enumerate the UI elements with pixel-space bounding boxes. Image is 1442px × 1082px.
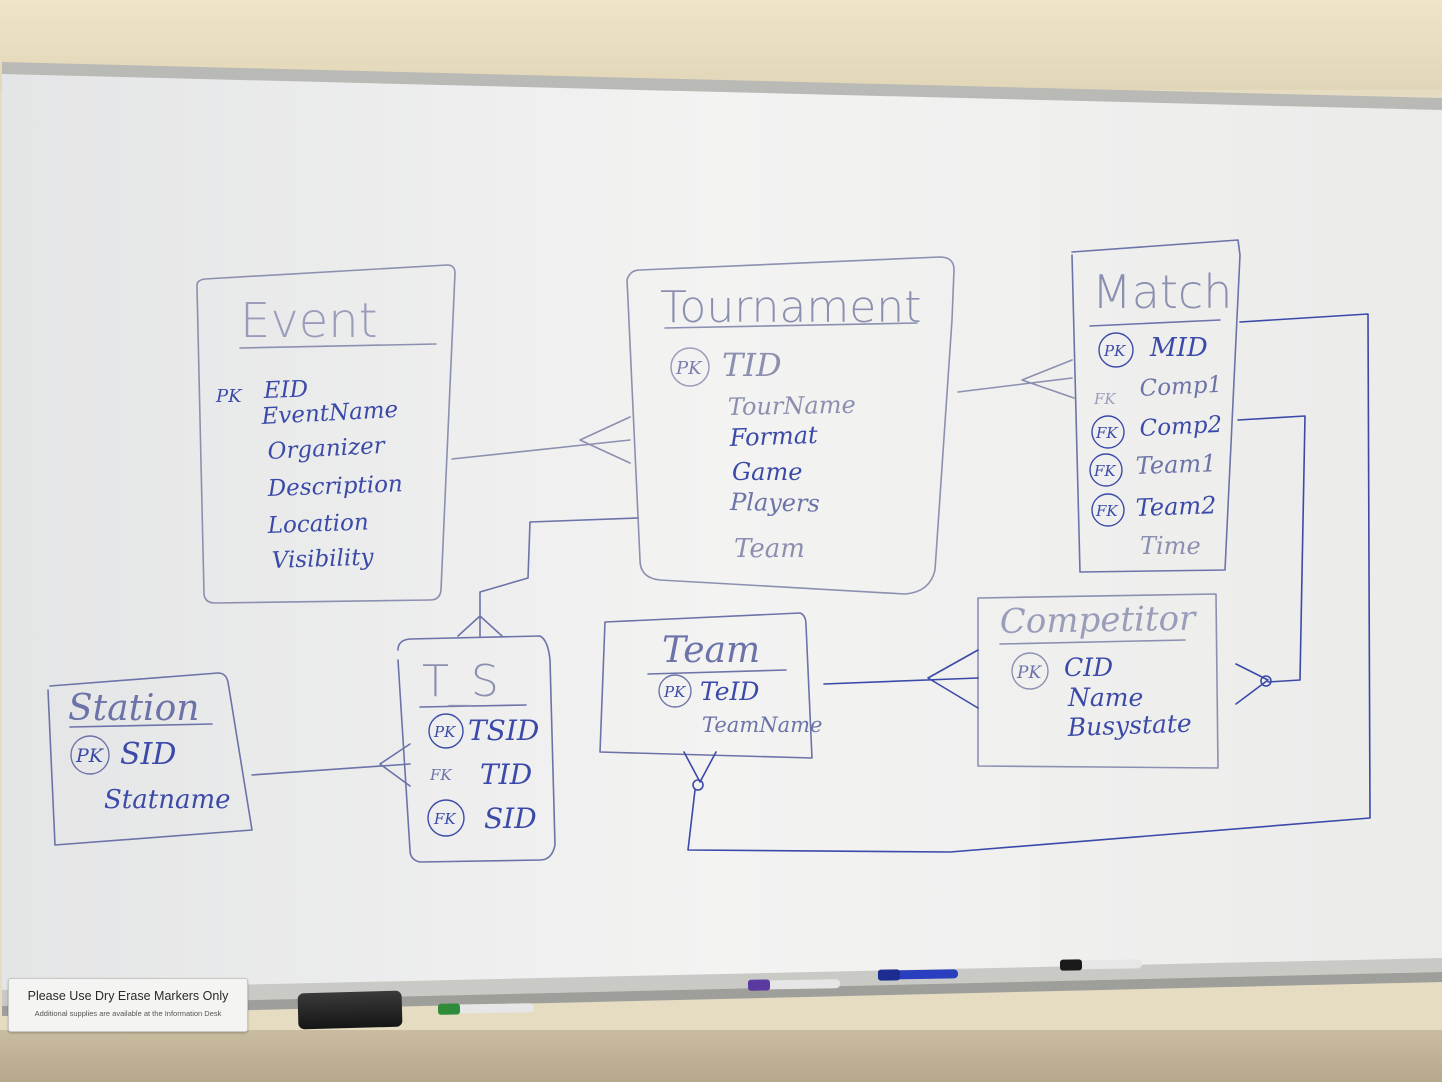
match-fk2-circle (1091, 415, 1125, 449)
tournament-pk-tag: PK (675, 358, 703, 379)
match-field-comp2: Comp2 (1139, 412, 1223, 442)
rel-tournament-match (957, 359, 1075, 399)
rel-match-team (683, 313, 1371, 853)
ts-pk-circle (428, 713, 464, 749)
tournament-field-players: Players (729, 488, 820, 518)
match-field-mid: MID (1149, 333, 1208, 363)
team-pk-circle (658, 674, 692, 708)
match-fk3-circle (1089, 453, 1123, 487)
ts-field-sid: SID (484, 802, 537, 835)
whiteboard-top-frame (2, 62, 1442, 110)
rel-match-team-optional (692, 779, 704, 791)
competitor-pk-circle (1011, 652, 1049, 690)
event-title: Event (240, 293, 378, 349)
marker-notice-sign: Please Use Dry Erase Markers Only Additi… (8, 978, 248, 1032)
marker-blue-cap (877, 969, 901, 981)
whiteboard-surface (2, 72, 1442, 990)
competitor-field-name: Name (1067, 683, 1143, 712)
marker-purple[interactable] (747, 979, 841, 991)
match-tag-fk-1: FK (1093, 390, 1116, 408)
event-pk-tag: PK (215, 386, 243, 407)
tournament-field-game: Game (732, 458, 802, 486)
event-field-description: Description (266, 471, 403, 502)
marker-green[interactable] (437, 1003, 535, 1015)
match-fk4-circle (1091, 493, 1125, 527)
team-box (599, 612, 813, 759)
event-box (196, 264, 456, 604)
rel-match-competitor-optional (1260, 675, 1272, 687)
marker-green-cap (437, 1003, 461, 1015)
marker-black[interactable] (1059, 959, 1143, 971)
ts-field-tid: TID (480, 758, 532, 791)
team-field-teamname: TeamName (702, 713, 822, 737)
match-field-time: Time (1140, 532, 1201, 560)
competitor-pk-tag: PK (1016, 663, 1042, 683)
team-pk-tag: PK (663, 683, 686, 701)
event-field-eid: EID (262, 376, 308, 404)
match-title-underline (1089, 319, 1221, 327)
station-field-statname: Statname (104, 785, 231, 815)
event-field-location: Location (266, 509, 369, 539)
ts-box (397, 635, 556, 863)
team-title-underline (647, 669, 787, 675)
station-box (47, 672, 253, 846)
match-pk-circle (1098, 332, 1134, 368)
marker-blue[interactable] (877, 969, 959, 981)
tournament-field-tid: TID (722, 346, 782, 384)
sign-title: Please Use Dry Erase Markers Only (27, 989, 229, 1003)
competitor-box (977, 593, 1219, 769)
ts-title: T_S (422, 656, 499, 707)
station-pk-tag: PK (75, 745, 105, 767)
competitor-field-busystate: Busystate (1066, 709, 1192, 742)
ts-tag-fk-2: FK (433, 810, 456, 828)
tournament-field-format: Format (728, 421, 818, 452)
marker-black-cap (1059, 959, 1083, 971)
ts-tag-fk-1: FK (429, 766, 452, 784)
match-tag-fk-2: FK (1095, 424, 1118, 442)
rel-event-tournament (451, 416, 631, 464)
whiteboard-eraser[interactable] (297, 990, 403, 1030)
tournament-field-tourname: TourName (728, 391, 856, 421)
tournament-pk-circle (670, 347, 710, 387)
match-box (1071, 239, 1241, 573)
sign-subtitle: Additional supplies are available at the… (34, 1009, 222, 1018)
competitor-field-cid: CID (1064, 653, 1113, 682)
rel-station-ts (251, 743, 411, 787)
ts-field-tsid: TSID (468, 714, 539, 747)
team-title: Team (662, 630, 760, 671)
event-title-underline (239, 343, 437, 349)
competitor-title-underline (999, 639, 1186, 645)
wall-bottom (0, 1030, 1442, 1082)
rel-match-competitor (1235, 415, 1306, 705)
ts-tag-pk: PK (433, 723, 456, 741)
tournament-title: Tournament (660, 282, 921, 333)
rel-team-competitor (823, 649, 979, 709)
event-field-organizer: Organizer (267, 433, 387, 465)
match-title: Match (1092, 265, 1232, 319)
match-field-team1: Team1 (1135, 449, 1217, 480)
station-pk-circle (70, 735, 110, 775)
marker-purple-cap (747, 979, 771, 991)
ts-fk2-circle (427, 799, 465, 837)
match-field-comp1: Comp1 (1139, 372, 1223, 402)
team-field-teid: TeID (700, 677, 759, 706)
station-field-sid: SID (120, 737, 176, 772)
tournament-field-team: Team (734, 534, 805, 564)
station-title-underline (69, 723, 213, 728)
station-title: Station (68, 688, 199, 729)
match-tag-fk-4: FK (1095, 502, 1118, 520)
rel-tournament-ts (457, 517, 639, 637)
competitor-title: Competitor (999, 599, 1197, 642)
match-tag-pk: PK (1103, 342, 1126, 360)
tournament-title-underline (664, 322, 918, 329)
match-tag-fk-3: FK (1093, 462, 1116, 480)
ts-title-underline (419, 704, 527, 708)
tournament-box (626, 256, 955, 595)
match-field-team2: Team2 (1135, 491, 1217, 522)
event-field-visibility: Visibility (271, 544, 375, 574)
